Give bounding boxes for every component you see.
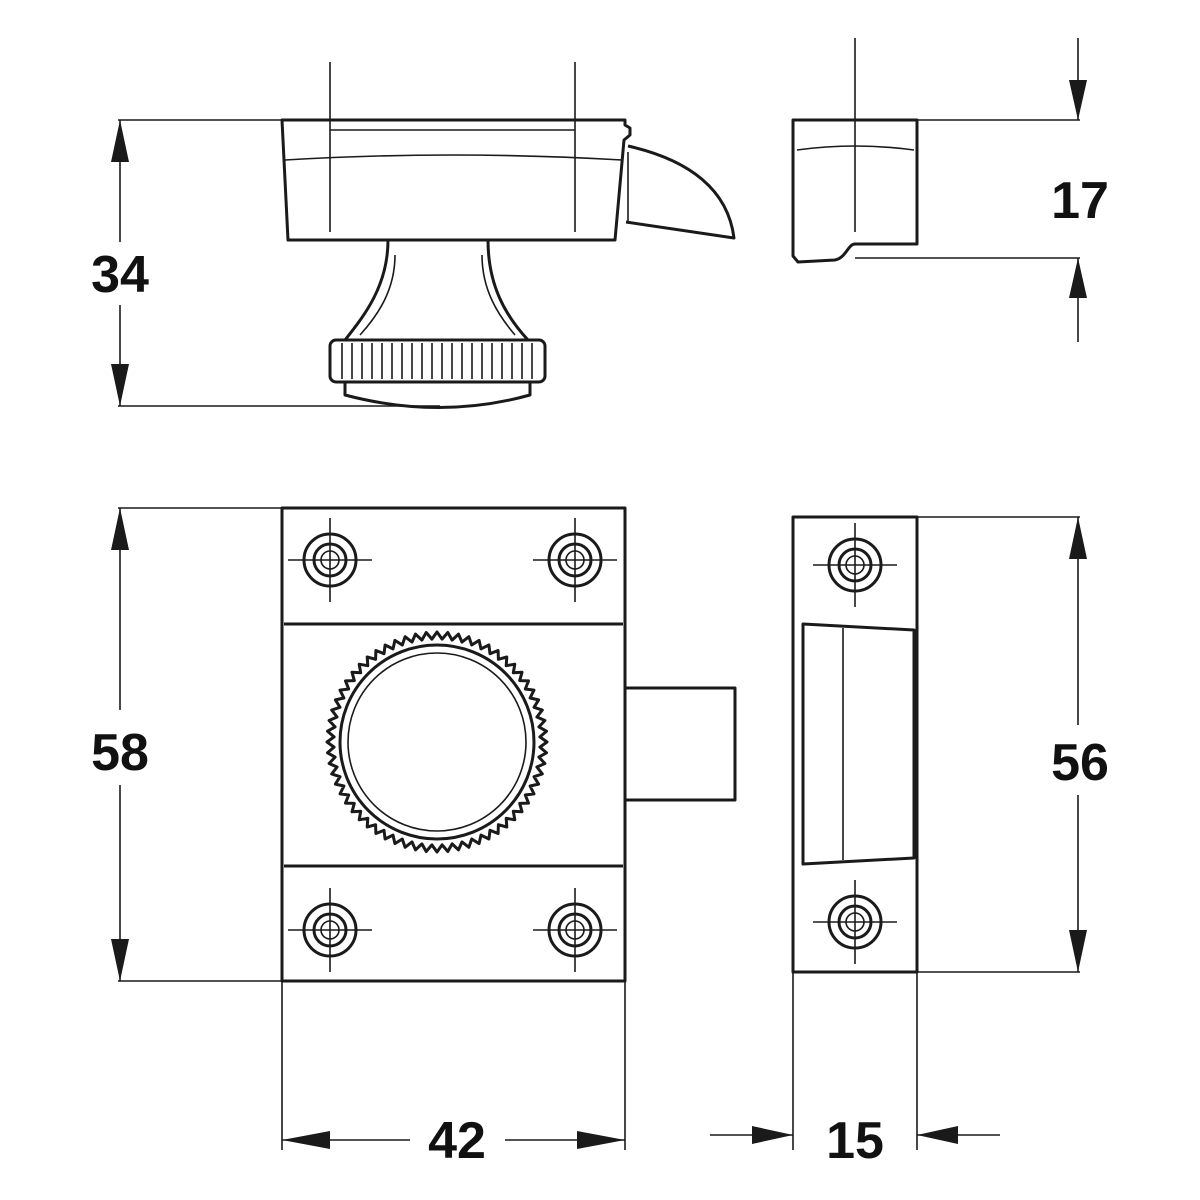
dimension-label-58: 58: [91, 724, 149, 782]
dimension-label-56: 56: [1051, 734, 1109, 792]
dimension-label-42: 42: [428, 1112, 486, 1170]
dimension-label-15: 15: [826, 1112, 884, 1170]
lock-front-elevation: [111, 506, 737, 1150]
knurled-knob-edge: [325, 630, 549, 854]
dimension-label-17: 17: [1051, 172, 1109, 230]
lock-side-elevation: [111, 62, 736, 409]
keep-side-elevation: [791, 38, 1087, 342]
dimension-label-34: 34: [91, 246, 149, 304]
keep-front-elevation: [710, 515, 1087, 1150]
